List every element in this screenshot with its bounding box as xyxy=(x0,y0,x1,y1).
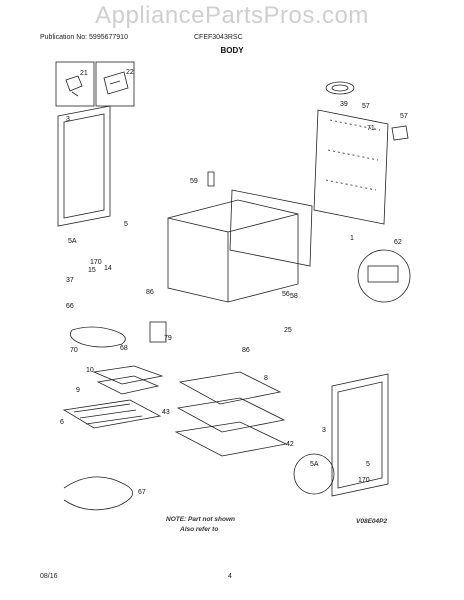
part-22-box xyxy=(95,61,135,107)
callout-5a-bottom: 5A xyxy=(310,461,319,468)
rear-panel-holes xyxy=(325,119,381,191)
callout-10: 10 xyxy=(86,367,94,374)
callout-66: 66 xyxy=(66,303,74,310)
callout-57b: 57 xyxy=(400,113,408,120)
callout-15: 15 xyxy=(88,267,96,274)
callout-67: 67 xyxy=(138,489,146,496)
callout-14: 14 xyxy=(104,265,112,272)
callout-56: 56 xyxy=(282,291,290,298)
watermark-text: AppliancePartsPros.com xyxy=(95,2,369,29)
callout-1: 1 xyxy=(350,235,354,242)
oven-rack-wires xyxy=(73,403,143,425)
side-panel-right-inner xyxy=(337,381,383,489)
publication-number: Publication No: 5995677910 xyxy=(40,34,128,41)
insulation-blanket xyxy=(229,189,313,267)
callout-21: 21 xyxy=(80,70,88,77)
callout-5-bottom: 5 xyxy=(366,461,370,468)
part-59-post xyxy=(207,171,215,187)
callout-86b: 86 xyxy=(242,347,250,354)
part-39-coil-inner xyxy=(331,84,349,92)
rear-panel xyxy=(313,109,389,225)
callout-71: 71 xyxy=(367,125,375,132)
oven-body-edges xyxy=(167,213,299,302)
model-number: CFEF3043RSC xyxy=(194,34,243,41)
part-21-bracket xyxy=(65,75,83,97)
part-71-plate xyxy=(391,125,409,141)
part-79-box xyxy=(149,321,167,343)
callout-170-bottom: 170 xyxy=(358,477,370,484)
oven-body xyxy=(167,199,299,303)
callout-57a: 57 xyxy=(362,103,370,110)
side-panel-left xyxy=(57,105,111,227)
callout-62: 62 xyxy=(394,239,402,246)
callout-58: 58 xyxy=(290,293,298,300)
note-line-1: NOTE: Part not shown xyxy=(166,516,235,523)
side-panel-left-inner xyxy=(63,113,105,219)
part-21-box xyxy=(55,61,95,107)
callout-170-top: 170 xyxy=(90,259,102,266)
drawer-glass xyxy=(176,397,286,433)
broiler-pan xyxy=(92,365,164,385)
footer-date: 08/16 xyxy=(40,573,58,580)
part-22-bracket xyxy=(103,71,129,95)
callout-37: 37 xyxy=(66,277,74,284)
reference-code: V08E04P2 xyxy=(356,518,388,525)
callout-43: 43 xyxy=(162,409,170,416)
broil-element xyxy=(69,326,126,348)
callout-25: 25 xyxy=(284,327,292,334)
callout-39: 39 xyxy=(340,101,348,108)
broiler-insert xyxy=(96,375,160,395)
drawer-top xyxy=(178,371,282,405)
callout-79: 79 xyxy=(164,335,172,342)
part-62-detail-circle xyxy=(357,249,411,303)
callout-9: 9 xyxy=(76,387,80,394)
part-5a-detail-circle xyxy=(293,453,335,495)
footer-page-number: 4 xyxy=(228,573,232,580)
page-title: BODY xyxy=(220,46,244,55)
callout-5-top: 5 xyxy=(124,221,128,228)
callout-3-top: 3 xyxy=(66,116,70,123)
callout-5a-top: 5A xyxy=(68,238,77,245)
callout-59: 59 xyxy=(190,178,198,185)
bake-element xyxy=(63,476,133,511)
callout-68: 68 xyxy=(120,345,128,352)
callout-6: 6 xyxy=(60,419,64,426)
part-62-terminal-block xyxy=(367,265,399,283)
note-line-2: Also refer to xyxy=(180,526,219,533)
drawer-bottom xyxy=(174,421,288,457)
side-panel-right xyxy=(331,373,389,497)
callout-86a: 86 xyxy=(146,289,154,296)
oven-rack xyxy=(62,399,162,429)
callout-42: 42 xyxy=(286,441,294,448)
callout-70: 70 xyxy=(70,347,78,354)
part-39-coil xyxy=(325,81,355,95)
callout-3-bottom: 3 xyxy=(322,427,326,434)
callout-8: 8 xyxy=(264,375,268,382)
callout-22: 22 xyxy=(126,69,134,76)
